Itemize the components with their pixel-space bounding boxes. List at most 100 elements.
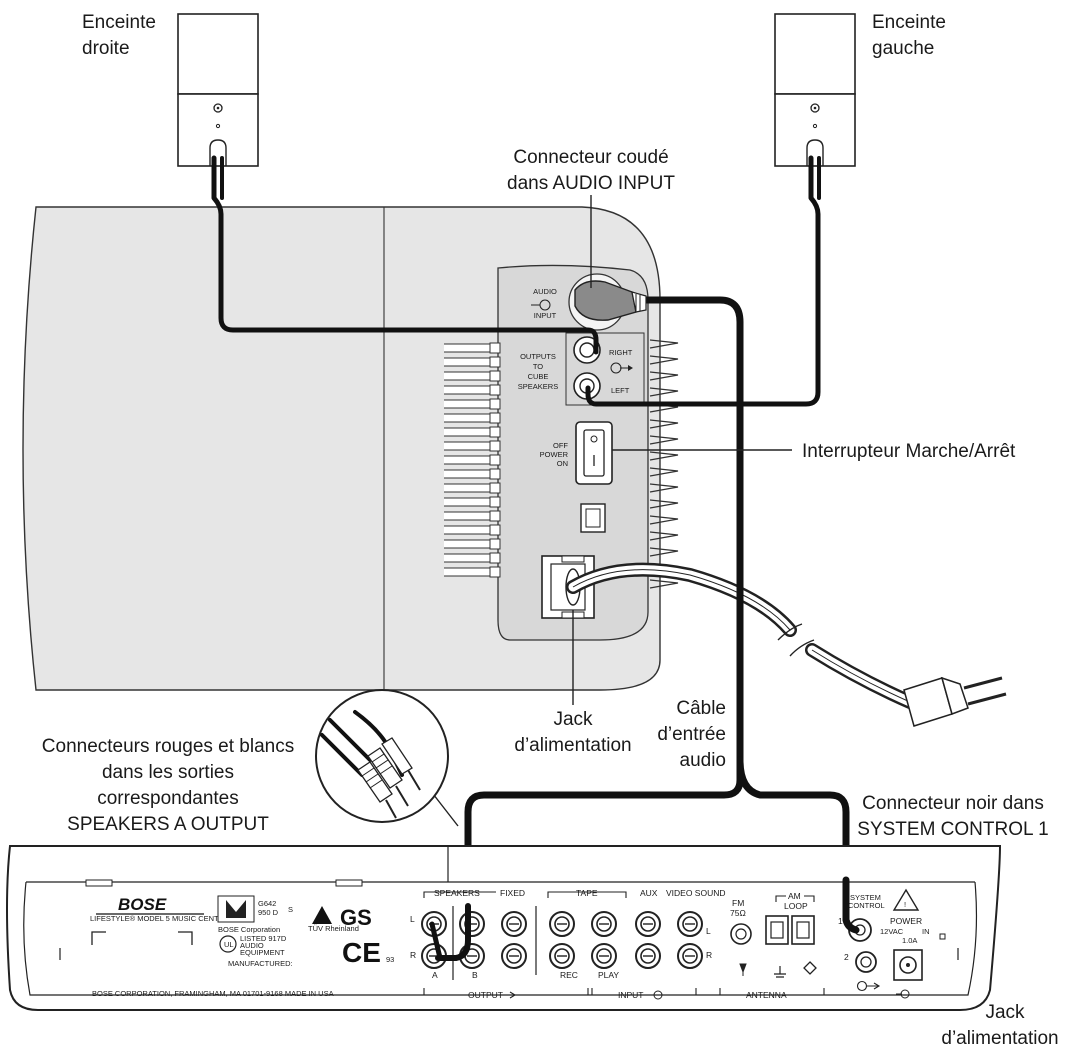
power-plug — [903, 676, 1007, 727]
fin-right — [649, 339, 679, 349]
right-output-label: RIGHT — [609, 348, 633, 357]
left-speaker-line-1: Enceinte — [872, 12, 946, 33]
fm-ohm-label: 75Ω — [730, 908, 746, 918]
tape-header: TAPE — [576, 888, 598, 898]
l-label: L — [410, 914, 415, 924]
fin-right — [649, 435, 679, 445]
fin-left — [444, 455, 493, 465]
cert-code-1: G642 — [258, 899, 276, 908]
right-speaker — [177, 13, 259, 167]
ce-year: 93 — [386, 955, 394, 964]
fin-left — [444, 357, 493, 367]
jack-module-line-1: Jack — [553, 709, 593, 730]
console-brand-block: BOSE LIFESTYLE® MODEL 5 MUSIC CENTER G64… — [90, 895, 334, 998]
fin-left — [444, 469, 493, 479]
label-red-white-connectors: Connecteurs rouges et blancs dans les so… — [42, 736, 294, 835]
fin-left — [444, 399, 493, 409]
fin-right — [649, 531, 679, 541]
loop-label: LOOP — [784, 901, 808, 911]
console-power-jack — [893, 949, 923, 981]
rw-line-1: Connecteurs rouges et blancs — [42, 736, 294, 757]
fin-left-tab — [489, 412, 501, 424]
tuv-logo — [312, 906, 332, 924]
gs-logo: GS — [340, 905, 372, 930]
cable-line-2: d’entrée — [657, 724, 726, 745]
fin-left-tab — [489, 510, 501, 522]
fin-left-tab — [489, 454, 501, 466]
video-sound-header: VIDEO SOUND — [666, 888, 726, 898]
rw-line-2: dans les sorties — [102, 762, 234, 783]
cable-line-3: audio — [680, 750, 727, 771]
cable-line-1: Câble — [676, 698, 726, 719]
am-terminal-2 — [791, 915, 815, 945]
label-power-switch: Interrupteur Marche/Arrêt — [802, 441, 1016, 462]
fin-left-tab — [489, 524, 501, 536]
play-label: PLAY — [598, 970, 619, 980]
fin-left-tab — [489, 496, 501, 508]
fin-left — [444, 553, 493, 563]
power-in-label: IN — [922, 927, 930, 936]
elbow-connector — [574, 280, 647, 321]
fin-right — [649, 467, 679, 477]
control-label: CONTROL — [848, 901, 885, 910]
label-audio-input-cable: Câble d’entrée audio — [657, 698, 726, 771]
fin-right — [649, 483, 679, 493]
fixed-header: FIXED — [500, 888, 525, 898]
r-label: R — [410, 950, 416, 960]
jack-console-line-2: d’alimentation — [941, 1028, 1058, 1049]
label-power-jack-console: Jack d’alimentation — [941, 1002, 1058, 1049]
outputs-text-1: OUTPUTS — [520, 352, 556, 361]
fin-left — [444, 441, 493, 451]
outputs-text-4: SPEAKERS — [518, 382, 558, 391]
fin-left-tab — [489, 552, 501, 564]
fin-left-tab — [489, 482, 501, 494]
address-label: BOSE CORPORATION, FRAMINGHAM, MA 01701-9… — [92, 989, 334, 998]
system-control-2-jack — [855, 951, 877, 973]
am-label: AM — [788, 891, 801, 901]
jack-module-line-2: d’alimentation — [514, 735, 631, 756]
fin-right — [649, 547, 679, 557]
power-amp-label: 1.0A — [902, 936, 917, 945]
rw-line-4: SPEAKERS A OUTPUT — [67, 814, 269, 835]
fin-left-tab — [489, 426, 501, 438]
ul-line-3: EQUIPMENT — [240, 948, 285, 957]
system-control-1-label: 1 — [838, 916, 843, 926]
elbow-line-2: dans AUDIO INPUT — [507, 173, 675, 194]
rw-line-3: correspondantes — [97, 788, 239, 809]
outputs-label: OUTPUTS TO CUBE SPEAKERS — [518, 352, 558, 391]
fin-right — [649, 419, 679, 429]
system-control-section: SYSTEM CONTROL 1 2 — [838, 893, 885, 992]
fin-left-tab — [489, 566, 501, 578]
fin-right — [649, 499, 679, 509]
fin-right — [649, 451, 679, 461]
rec-label: REC — [560, 970, 578, 980]
fin-right — [649, 355, 679, 365]
fin-left-tab — [489, 468, 501, 480]
fin-left-tab — [489, 356, 501, 368]
fin-left — [444, 511, 493, 521]
ce-logo: CE — [342, 937, 381, 968]
fin-left — [444, 525, 493, 535]
black-line-1: Connecteur noir dans — [862, 793, 1044, 814]
right-speaker-line-2: droite — [82, 38, 130, 59]
left-output-label: LEFT — [611, 386, 630, 395]
fin-left-tab — [489, 342, 501, 354]
jack-panel-headers: SPEAKERS FIXED TAPE AUX VIDEO SOUND L R … — [410, 888, 726, 1000]
fin-left-tab — [489, 370, 501, 382]
fin-right — [649, 387, 679, 397]
rca-connector-inset — [315, 689, 449, 823]
outputs-text-2: TO — [533, 362, 543, 371]
audio-input-text-1: AUDIO — [533, 287, 557, 296]
model-label: LIFESTYLE® MODEL 5 MUSIC CENTER — [90, 914, 230, 923]
switch-power-label: POWER — [540, 450, 569, 459]
fin-left — [444, 567, 493, 577]
power-rating-label: 12VAC — [880, 927, 904, 936]
fin-right — [649, 579, 679, 589]
antenna-label: ANTENNA — [746, 990, 787, 1000]
manufactured-label: MANUFACTURED: — [228, 959, 293, 968]
speaker-cables — [211, 155, 821, 407]
audio-input-label: AUDIO INPUT — [531, 287, 557, 320]
ul-line-2: AUDIO — [240, 941, 264, 950]
fin-left — [444, 497, 493, 507]
ul-logo — [219, 935, 237, 953]
